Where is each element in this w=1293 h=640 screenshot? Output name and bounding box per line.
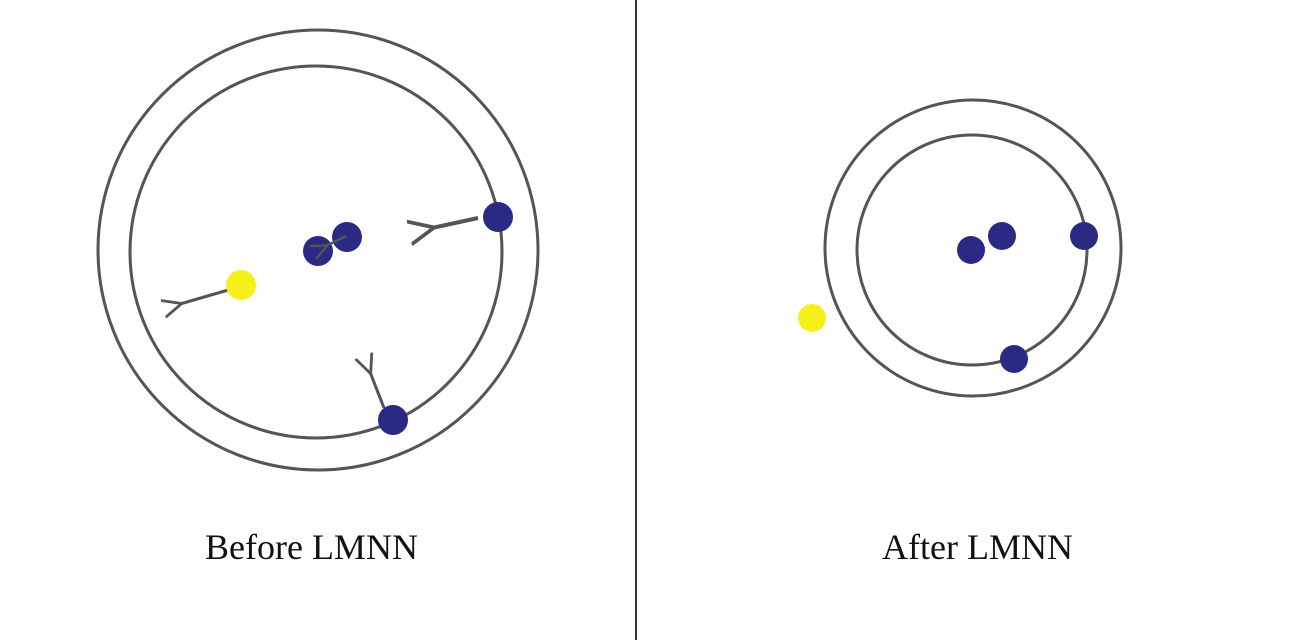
after-center-point-b: [988, 222, 1016, 250]
before-center-point-b: [332, 222, 362, 252]
after-neighbor-point-right: [1070, 222, 1098, 250]
panel-divider: [635, 0, 637, 640]
before-panel: [96, 28, 540, 472]
before-center-arrow: [326, 234, 347, 246]
before-outer-ring: [96, 28, 540, 472]
after-impostor-point: [798, 304, 826, 332]
after-panel: [798, 98, 1123, 398]
before-center-point-a: [303, 236, 333, 266]
before-inner-ring: [128, 64, 504, 440]
before-neighbor-pull-arrow-right: [432, 216, 479, 228]
before-impostor-point: [226, 270, 256, 300]
before-neighbor-point-right: [483, 202, 513, 232]
after-inner-ring: [855, 133, 1089, 367]
after-outer-ring: [823, 98, 1123, 398]
before-caption: Before LMNN: [205, 527, 418, 567]
before-neighbor-point-bottom: [378, 405, 408, 435]
before-neighbor-pull-arrow-bottom: [370, 372, 386, 409]
after-center-point-a: [957, 236, 985, 264]
after-caption: After LMNN: [882, 527, 1073, 567]
after-neighbor-point-bottom: [1000, 345, 1028, 373]
